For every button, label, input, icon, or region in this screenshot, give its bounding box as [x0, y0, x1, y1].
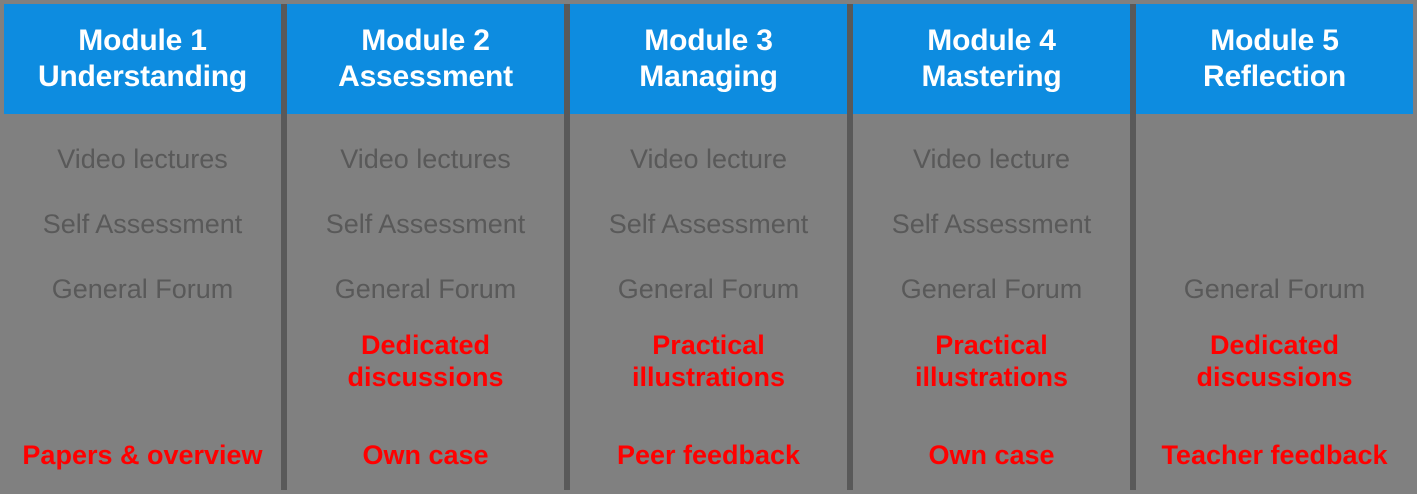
module-header-4-line1: Module 4 — [927, 24, 1056, 57]
cell-deliverable-4: Own case — [928, 440, 1055, 471]
cell-forum-2: General Forum — [334, 273, 517, 304]
cell-assessment-1: Self Assessment — [42, 208, 243, 239]
module-column-5: Module 5 Reflection General Forum Dedica… — [1136, 4, 1413, 490]
cell-video-2: Video lectures — [340, 143, 511, 174]
cell-deliverable-2: Own case — [362, 440, 489, 471]
module-column-2: Module 2 Assessment Video lectures Self … — [287, 4, 564, 490]
module-header-2-line2: Assessment — [338, 60, 513, 93]
module-column-4: Module 4 Mastering Video lecture Self As… — [853, 4, 1130, 490]
cell-special-3: Practical illustrations — [631, 330, 786, 392]
header-divider-5 — [1136, 114, 1413, 119]
cell-forum-1: General Forum — [51, 273, 234, 304]
cell-forum-5: General Forum — [1183, 273, 1366, 304]
module-header-1-line1: Module 1 — [78, 24, 207, 57]
module-body-1: Video lectures Self Assessment General F… — [4, 119, 281, 490]
module-header-4: Module 4 Mastering — [853, 4, 1130, 114]
header-divider-2 — [287, 114, 564, 119]
cell-special-5: Dedicated discussions — [1196, 330, 1353, 392]
module-column-1: Module 1 Understanding Video lectures Se… — [4, 4, 281, 490]
cell-deliverable-3: Peer feedback — [616, 440, 801, 471]
cell-assessment-2: Self Assessment — [325, 208, 526, 239]
cell-video-5 — [1136, 127, 1413, 192]
cell-assessment-4: Self Assessment — [891, 208, 1092, 239]
cell-forum-3: General Forum — [617, 273, 800, 304]
module-body-2: Video lectures Self Assessment General F… — [287, 119, 564, 490]
header-divider-1 — [4, 114, 281, 119]
module-header-3: Module 3 Managing — [570, 4, 847, 114]
cell-assessment-5 — [1136, 192, 1413, 257]
module-header-3-line1: Module 3 — [644, 24, 773, 57]
header-divider-4 — [853, 114, 1130, 119]
cell-special-1 — [4, 322, 281, 430]
cell-special-4: Practical illustrations — [914, 330, 1069, 392]
cell-deliverable-1: Papers & overview — [22, 440, 263, 471]
module-body-3: Video lecture Self Assessment General Fo… — [570, 119, 847, 490]
module-header-5-line1: Module 5 — [1210, 24, 1339, 57]
cell-video-1: Video lectures — [57, 143, 228, 174]
module-header-4-line2: Mastering — [921, 60, 1062, 93]
matrix-grid: Module 1 Understanding Video lectures Se… — [4, 4, 1413, 490]
cell-deliverable-5: Teacher feedback — [1161, 440, 1388, 471]
cell-forum-4: General Forum — [900, 273, 1083, 304]
module-header-1-line2: Understanding — [37, 60, 248, 93]
cell-assessment-3: Self Assessment — [608, 208, 809, 239]
cell-special-2: Dedicated discussions — [347, 330, 504, 392]
module-header-3-line2: Managing — [639, 60, 778, 93]
module-header-5: Module 5 Reflection — [1136, 4, 1413, 114]
module-header-5-line2: Reflection — [1202, 60, 1347, 93]
cell-video-4: Video lecture — [912, 143, 1071, 174]
header-divider-3 — [570, 114, 847, 119]
cell-video-3: Video lecture — [629, 143, 788, 174]
module-header-2-line1: Module 2 — [361, 24, 490, 57]
module-column-3: Module 3 Managing Video lecture Self Ass… — [570, 4, 847, 490]
module-body-5: General Forum Dedicated discussions Teac… — [1136, 119, 1413, 490]
module-header-2: Module 2 Assessment — [287, 4, 564, 114]
module-header-1: Module 1 Understanding — [4, 4, 281, 114]
module-body-4: Video lecture Self Assessment General Fo… — [853, 119, 1130, 490]
